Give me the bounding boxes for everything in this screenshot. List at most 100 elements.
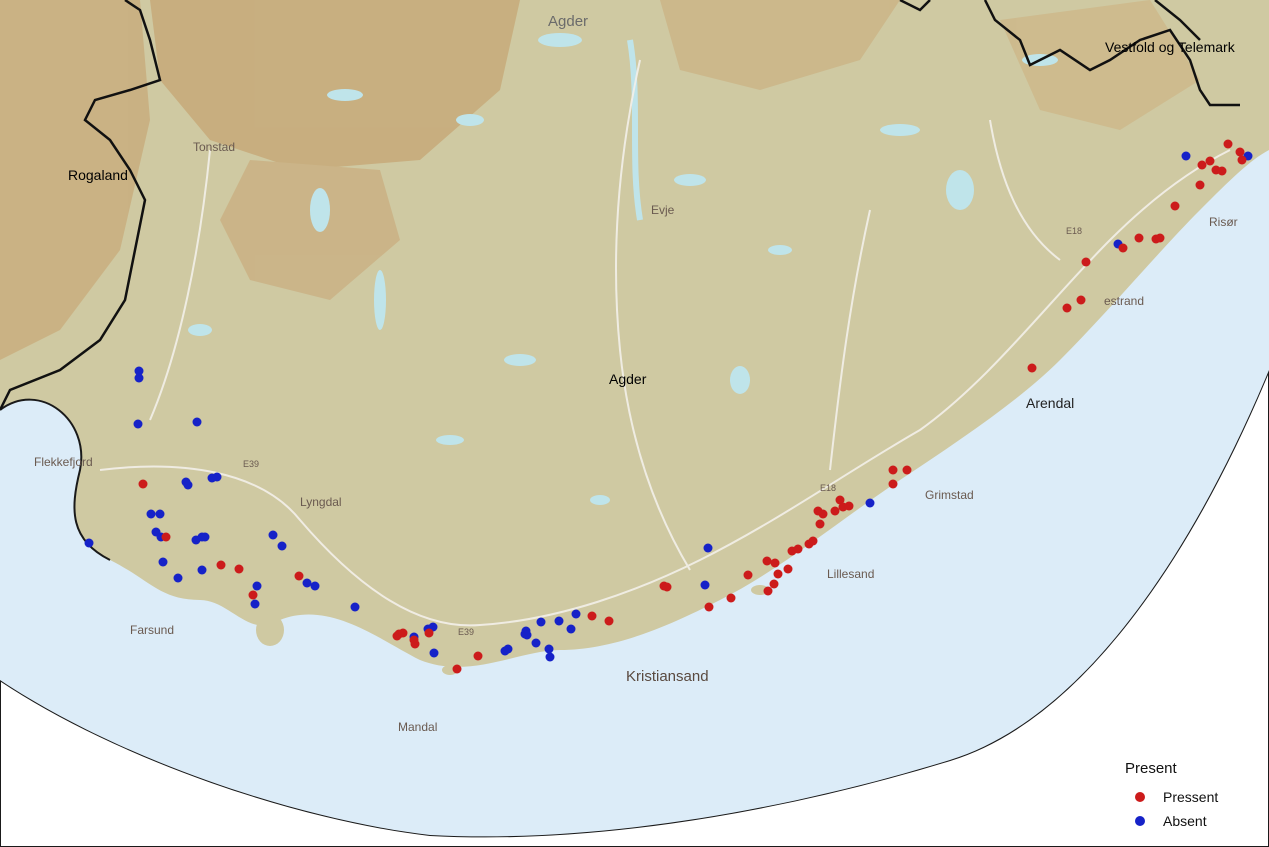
present-marker — [1118, 243, 1128, 253]
legend-present-marker — [1135, 792, 1145, 802]
absent-marker — [277, 541, 287, 551]
label-estrand: estrand — [1104, 294, 1144, 308]
present-marker — [888, 465, 898, 475]
label-lyngdal: Lyngdal — [300, 495, 342, 509]
absent-marker — [566, 624, 576, 634]
present-marker — [1195, 180, 1205, 190]
label-grimstad: Grimstad — [925, 488, 974, 502]
present-marker — [783, 564, 793, 574]
present-marker — [473, 651, 483, 661]
label-kristiansand: Kristiansand — [626, 668, 709, 685]
present-marker — [830, 506, 840, 516]
present-marker — [763, 586, 773, 596]
present-marker — [704, 602, 714, 612]
absent-marker — [554, 616, 564, 626]
label-road-e39-b: E39 — [458, 627, 474, 637]
present-marker — [902, 465, 912, 475]
absent-marker — [429, 648, 439, 658]
present-marker — [888, 479, 898, 489]
present-marker — [1027, 363, 1037, 373]
present-marker — [844, 501, 854, 511]
label-agder-top: Agder — [548, 13, 588, 30]
label-rogaland: Rogaland — [68, 167, 128, 183]
absent-marker — [1181, 151, 1191, 161]
present-marker — [604, 616, 614, 626]
present-marker — [1134, 233, 1144, 243]
present-marker — [452, 664, 462, 674]
present-marker — [662, 582, 672, 592]
present-marker — [248, 590, 258, 600]
absent-marker — [700, 580, 710, 590]
absent-marker — [173, 573, 183, 583]
present-marker — [762, 556, 772, 566]
absent-marker — [146, 509, 156, 519]
present-marker — [1062, 303, 1072, 313]
lakes — [188, 33, 1058, 505]
legend-item-absent: Absent — [1125, 809, 1218, 833]
present-marker — [835, 495, 845, 505]
absent-marker — [252, 581, 262, 591]
present-marker — [726, 593, 736, 603]
label-risor: Risør — [1209, 215, 1238, 229]
present-marker — [1081, 257, 1091, 267]
absent-marker — [155, 509, 165, 519]
present-marker — [161, 532, 171, 542]
absent-marker — [350, 602, 360, 612]
absent-marker — [310, 581, 320, 591]
present-marker — [398, 628, 408, 638]
label-arendal: Arendal — [1026, 395, 1074, 411]
present-marker — [769, 579, 779, 589]
absent-marker — [571, 609, 581, 619]
legend-title: Present — [1125, 760, 1177, 777]
label-road-e18-a: E18 — [820, 483, 836, 493]
absent-marker — [192, 417, 202, 427]
present-marker — [1155, 233, 1165, 243]
absent-marker — [544, 644, 554, 654]
present-marker — [770, 558, 780, 568]
present-marker — [1205, 156, 1215, 166]
present-marker — [1217, 166, 1227, 176]
present-marker — [1223, 139, 1233, 149]
label-agder-center: Agder — [609, 371, 647, 387]
absent-marker — [134, 366, 144, 376]
roads — [99, 59, 1231, 627]
absent-marker — [183, 480, 193, 490]
label-mandal: Mandal — [398, 720, 437, 734]
absent-marker — [545, 652, 555, 662]
label-road-e39-a: E39 — [243, 459, 259, 469]
present-marker — [294, 571, 304, 581]
absent-marker — [500, 646, 510, 656]
label-lillesand: Lillesand — [827, 567, 874, 581]
present-marker — [1197, 160, 1207, 170]
legend-absent-marker — [1135, 816, 1145, 826]
absent-marker — [158, 557, 168, 567]
label-evje: Evje — [651, 203, 675, 217]
observation-points — [84, 139, 1253, 674]
absent-marker — [134, 373, 144, 383]
present-marker — [424, 628, 434, 638]
present-marker — [587, 611, 597, 621]
present-marker — [793, 544, 803, 554]
absent-marker — [84, 538, 94, 548]
absent-marker — [536, 617, 546, 627]
absent-marker — [197, 565, 207, 575]
label-farsund: Farsund — [130, 623, 174, 637]
present-marker — [410, 639, 420, 649]
sea-area — [0, 150, 1269, 837]
absent-marker — [200, 532, 210, 542]
present-marker — [808, 536, 818, 546]
legend: Present Pressent Absent — [1125, 760, 1218, 833]
label-road-e18-b: E18 — [1066, 226, 1082, 236]
absent-marker — [522, 630, 532, 640]
present-marker — [1076, 295, 1086, 305]
absent-marker — [212, 472, 222, 482]
terrain-highlands — [0, 0, 1200, 360]
label-flekkefjord: Flekkefjord — [34, 455, 93, 469]
absent-marker — [865, 498, 875, 508]
present-marker — [1237, 155, 1247, 165]
absent-marker — [250, 599, 260, 609]
absent-marker — [302, 578, 312, 588]
map-labels: Agder Vestfold og Telemark Rogaland Tons… — [34, 13, 1238, 734]
